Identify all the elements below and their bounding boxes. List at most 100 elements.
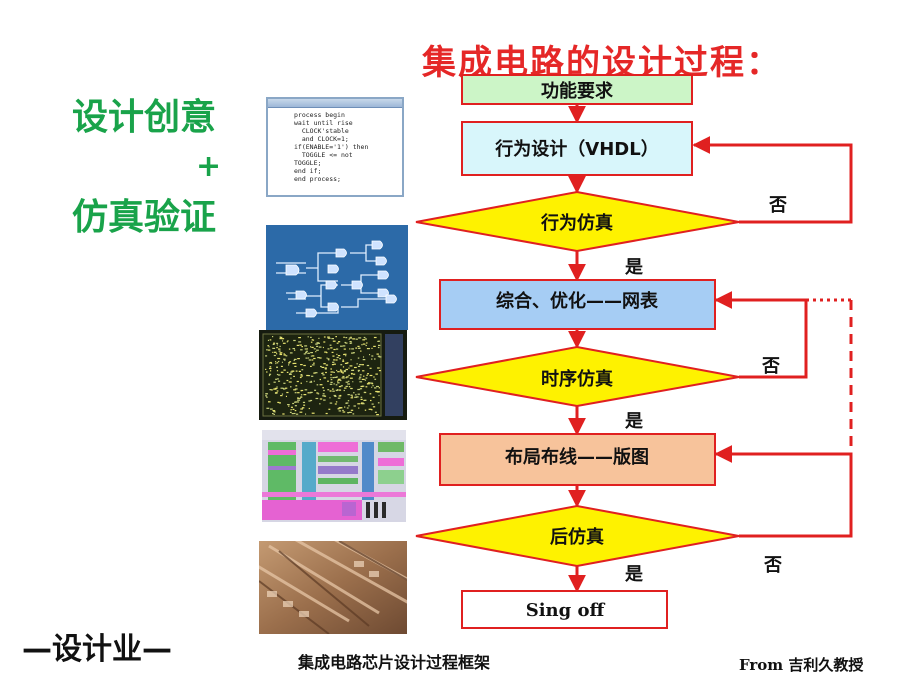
waveform-dot	[293, 412, 296, 415]
waveform-dot	[343, 377, 345, 379]
waveform-dot	[305, 352, 307, 354]
waveform-dot	[269, 373, 272, 375]
post-sim-label: 后仿真	[550, 526, 604, 548]
waveform-dot	[371, 347, 373, 349]
waveform-dot	[333, 348, 336, 351]
design-industry-label: —设计业—	[22, 632, 172, 667]
waveform-dot	[346, 407, 349, 409]
waveform-dot	[344, 406, 346, 408]
source-author: From 吉利久教授	[739, 656, 864, 674]
waveform-dot	[358, 378, 361, 380]
waveform-dot	[283, 353, 285, 355]
waveform-dot	[299, 376, 302, 379]
waveform-dot	[272, 351, 274, 353]
waveform-dot	[333, 383, 335, 385]
timing-sim-decision	[415, 345, 740, 408]
waveform-dot	[272, 413, 274, 415]
waveform-dot	[332, 340, 336, 342]
waveform-dot	[340, 371, 343, 373]
waveform-dot	[328, 359, 330, 361]
waveform-dot	[343, 336, 345, 338]
waveform-dot	[290, 377, 292, 379]
waveform-dot	[273, 413, 275, 415]
waveform-dot	[369, 367, 372, 369]
waveform-dot	[272, 347, 276, 349]
waveform-dot	[286, 371, 289, 373]
waveform-dot	[324, 351, 327, 353]
waveform-dot	[378, 340, 380, 342]
waveform-dot	[301, 369, 304, 371]
waveform-dot	[364, 338, 367, 340]
waveform-dot	[363, 356, 365, 358]
waveform-dot	[265, 395, 267, 397]
waveform-dot	[347, 400, 350, 402]
waveform-dot	[366, 383, 369, 385]
waveform-dot	[276, 362, 279, 364]
waveform-dot	[279, 336, 281, 338]
design-creativity-label: 设计创意	[72, 97, 217, 138]
waveform-dot	[323, 341, 326, 343]
waveform-dot	[348, 338, 350, 340]
waveform-dot	[288, 381, 292, 383]
waveform-dot	[310, 399, 313, 402]
waveform-dot	[335, 401, 338, 403]
waveform-dot	[276, 347, 278, 349]
waveform-dot	[266, 349, 268, 351]
waveform-dot	[330, 374, 332, 376]
waveform-dot	[371, 383, 374, 385]
waveform-dot	[352, 338, 356, 340]
waveform-dot	[311, 364, 315, 366]
waveform-dot	[276, 386, 278, 388]
waveform-dot	[362, 339, 365, 341]
waveform-dot	[374, 387, 377, 389]
waveform-dot	[322, 346, 324, 349]
waveform-dot	[273, 342, 276, 344]
waveform-dot	[334, 395, 337, 397]
waveform-dot	[324, 367, 327, 369]
waveform-dot	[278, 402, 281, 404]
waveform-dot	[294, 410, 297, 412]
waveform-dot	[307, 336, 309, 338]
waveform-dot	[357, 365, 361, 367]
waveform-dot	[352, 352, 355, 354]
waveform-dot	[361, 344, 363, 346]
waveform-dot	[357, 370, 360, 372]
waveform-dot	[308, 357, 310, 359]
waveform-dot	[273, 388, 276, 390]
waveform-dot	[353, 405, 356, 407]
waveform-dot	[336, 376, 338, 378]
waveform-dot	[315, 343, 318, 345]
waveform-dot	[300, 396, 303, 398]
waveform-dot	[307, 392, 310, 394]
waveform-dot	[369, 374, 373, 377]
loop-behavior-sim-to-design	[692, 136, 853, 224]
waveform-dot	[342, 345, 346, 347]
waveform-dot	[297, 397, 299, 399]
yes-label-2: 是	[624, 411, 643, 432]
waveform-dot	[294, 388, 298, 390]
waveform-dot	[370, 399, 372, 402]
waveform-dot	[337, 389, 339, 391]
waveform-dot	[277, 357, 281, 360]
waveform-dot	[332, 377, 335, 379]
waveform-dot	[350, 372, 353, 375]
loop-timing-sim-to-synth	[714, 291, 808, 379]
waveform-dot	[292, 362, 294, 365]
waveform-dot	[327, 348, 330, 350]
timing-waveform-image	[259, 330, 407, 420]
waveform-dot	[374, 411, 377, 413]
figure-caption: 集成电路芯片设计过程框架	[298, 653, 491, 672]
waveform-dot	[335, 384, 338, 386]
schematic-thumbnail	[266, 225, 408, 330]
waveform-dot	[322, 372, 324, 374]
waveform-dot	[359, 374, 362, 376]
behavior-sim-decision	[415, 190, 740, 253]
waveform-dot	[351, 348, 354, 350]
waveform-dot	[314, 372, 318, 374]
waveform-dot	[327, 380, 329, 382]
waveform-dot	[378, 391, 380, 393]
waveform-dot	[352, 381, 354, 383]
waveform-dot	[336, 389, 338, 392]
functional-requirement-box	[461, 74, 693, 105]
waveform-dot	[322, 387, 324, 389]
